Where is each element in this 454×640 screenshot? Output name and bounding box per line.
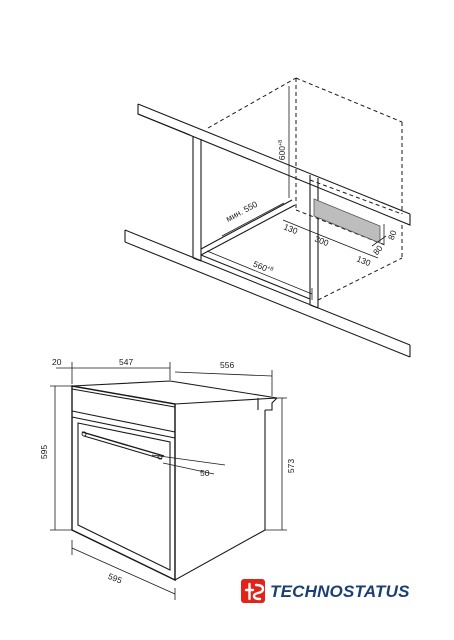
svg-text:560+8: 560+8: [252, 259, 275, 276]
oven-side-body: [174, 397, 278, 581]
dim-text-547: 547: [119, 357, 133, 367]
dim-handle-offset-50: 50: [151, 454, 226, 478]
oven-top: [71, 380, 278, 408]
dim-text-130-a: 130: [282, 222, 299, 237]
dim-body-height-573: 573: [265, 397, 296, 531]
dim-front-height-595: 595: [39, 385, 72, 531]
dim-text-573: 573: [286, 459, 296, 473]
dim-depth-550: мин. 550: [221, 199, 285, 237]
svg-text:600+8: 600+8: [277, 140, 287, 160]
dim-front-width-595: 595: [71, 540, 176, 600]
technostatus-logo-icon: [241, 579, 265, 603]
dim-height-600: 600+8: [277, 86, 290, 198]
bottom-board: [124, 229, 411, 358]
dim-tol-600: +8: [278, 140, 284, 146]
dim-text-130-b: 130: [355, 254, 372, 269]
dim-vent-130-a: 130: [282, 219, 311, 237]
dim-text-556: 556: [220, 360, 234, 370]
dim-text-20: 20: [52, 357, 62, 367]
dim-text-595-w: 595: [107, 571, 124, 586]
dim-body-depth-547: 547: [78, 357, 171, 380]
dim-total-depth-556: 556: [174, 360, 273, 396]
countertop: [137, 103, 411, 226]
dim-text-50: 50: [200, 468, 210, 478]
cabinet-outline: [207, 77, 403, 301]
dim-text-560: 560: [252, 259, 269, 274]
installation-diagram: 600+8 мин. 550 560+8 130 300 130: [124, 77, 411, 358]
dim-text-80-a: 80: [386, 229, 399, 242]
right-side-panel: [309, 175, 319, 309]
dim-width-560: 560+8: [206, 250, 313, 300]
oven-handle: [81, 431, 165, 460]
oven-diagram: 20 547 556 595 573 50: [39, 357, 296, 600]
dim-vent-80-a: 80: [383, 224, 399, 244]
dim-front-thickness-20: 20: [52, 357, 78, 384]
left-side-panel: [192, 136, 202, 262]
brand-logo: TECHNOSTATUS: [241, 579, 410, 603]
niche-floor: [200, 199, 311, 300]
dim-text-595-h: 595: [39, 445, 49, 459]
dim-text-600: 600: [277, 146, 287, 160]
dim-tol-560: +8: [266, 265, 274, 273]
ventilation-opening: [313, 198, 381, 244]
logo-text: TECHNOSTATUS: [270, 582, 410, 601]
oven-front-panel: [71, 385, 176, 582]
dim-text-300: 300: [313, 234, 330, 249]
